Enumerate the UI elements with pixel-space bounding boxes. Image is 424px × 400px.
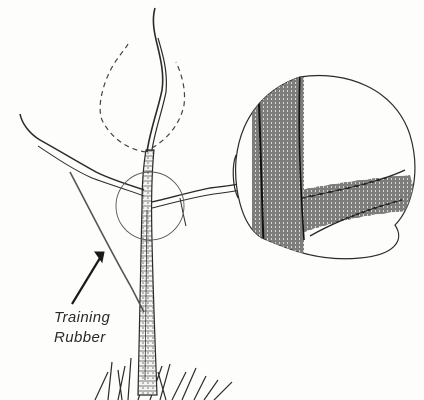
left-branch (20, 114, 144, 190)
removed-branch-left (100, 44, 146, 152)
grass-tuft (95, 358, 232, 400)
annotation-label-line2: Rubber (54, 329, 106, 347)
tree-trunk (138, 150, 157, 395)
central-leader (147, 8, 163, 152)
annotation-label-line1: Training (54, 309, 110, 327)
removed-branch-right (152, 62, 185, 148)
zoom-detail (233, 60, 420, 270)
annotation-arrow (72, 252, 104, 304)
